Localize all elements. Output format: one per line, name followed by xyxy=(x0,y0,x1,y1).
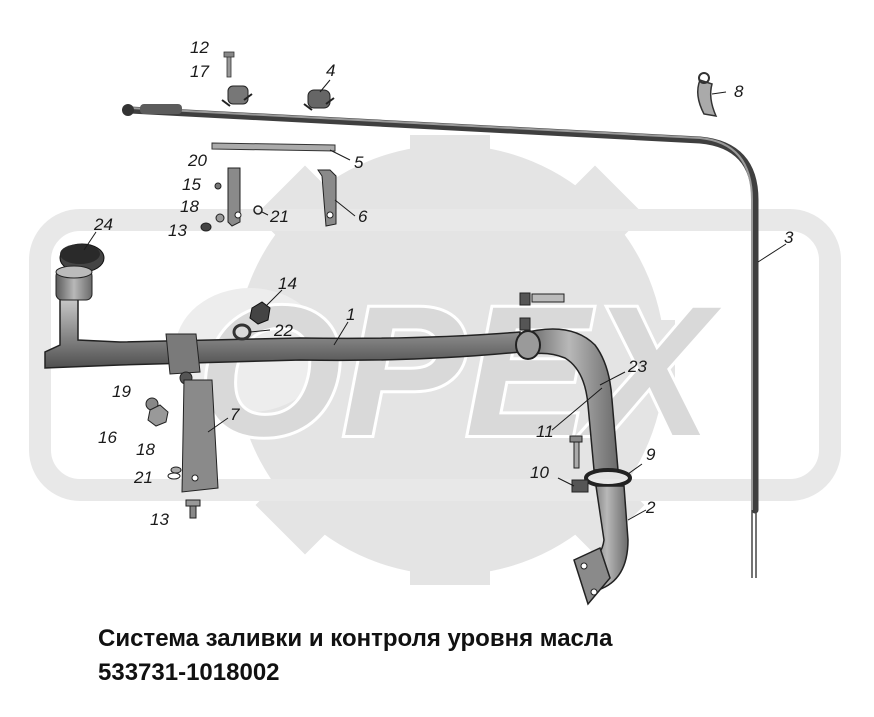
callout-labels: 12 17 4 8 20 5 15 18 21 6 13 24 3 14 1 2… xyxy=(93,38,794,529)
callout-14: 14 xyxy=(278,274,297,293)
leader-lines xyxy=(83,79,787,521)
watermark-text: ОРЕХ xyxy=(198,269,722,475)
callout-9: 9 xyxy=(646,445,656,464)
callout-5: 5 xyxy=(354,153,364,172)
callout-1: 1 xyxy=(346,305,355,324)
callout-22: 22 xyxy=(273,321,293,340)
elbow-pipe-part-2 xyxy=(573,485,629,606)
dipstick-tube xyxy=(122,104,759,578)
callout-7: 7 xyxy=(230,405,240,424)
callout-11: 11 xyxy=(536,422,554,441)
fastener-group-bottom xyxy=(167,466,201,519)
filler-cap-part-24 xyxy=(59,243,105,273)
callout-18b: 18 xyxy=(136,440,155,459)
callout-20: 20 xyxy=(187,151,207,170)
diagram-caption: Система заливки и контроля уровня масла … xyxy=(98,622,858,690)
caption-code: 533731-1018002 xyxy=(98,659,280,686)
callout-6: 6 xyxy=(358,207,368,226)
bracket-part-7 xyxy=(165,333,219,493)
clamp-part-17 xyxy=(221,51,253,107)
clamp-part-4 xyxy=(303,89,335,111)
callout-21a: 21 xyxy=(269,207,289,226)
callout-3: 3 xyxy=(784,228,794,247)
callout-13b: 13 xyxy=(150,510,169,529)
callout-12: 12 xyxy=(190,38,209,57)
callout-13a: 13 xyxy=(168,221,187,240)
nut-part-16 xyxy=(147,404,169,427)
parts-diagram: ОРЕХ xyxy=(29,38,841,606)
callout-10: 10 xyxy=(530,463,549,482)
bracket-part-6 xyxy=(317,169,337,227)
bolt-part-11 xyxy=(569,435,583,469)
callout-21b: 21 xyxy=(133,468,153,487)
callout-24: 24 xyxy=(93,215,113,234)
fastener-group-top xyxy=(200,182,263,232)
callout-18a: 18 xyxy=(180,197,199,216)
callout-23: 23 xyxy=(627,357,647,376)
callout-4: 4 xyxy=(326,61,335,80)
clamp-part-10 xyxy=(571,479,589,493)
callout-19: 19 xyxy=(112,382,131,401)
bracket-part-20 xyxy=(227,167,242,227)
callout-17: 17 xyxy=(190,62,209,81)
callout-8: 8 xyxy=(734,82,744,101)
strip-part-5 xyxy=(211,142,336,152)
callout-16: 16 xyxy=(98,428,117,447)
nut-part-14 xyxy=(249,301,271,325)
callout-2: 2 xyxy=(645,498,656,517)
caption-title: Система заливки и контроля уровня масла xyxy=(98,625,613,652)
clip-part-8 xyxy=(697,72,718,117)
callout-15: 15 xyxy=(182,175,201,194)
